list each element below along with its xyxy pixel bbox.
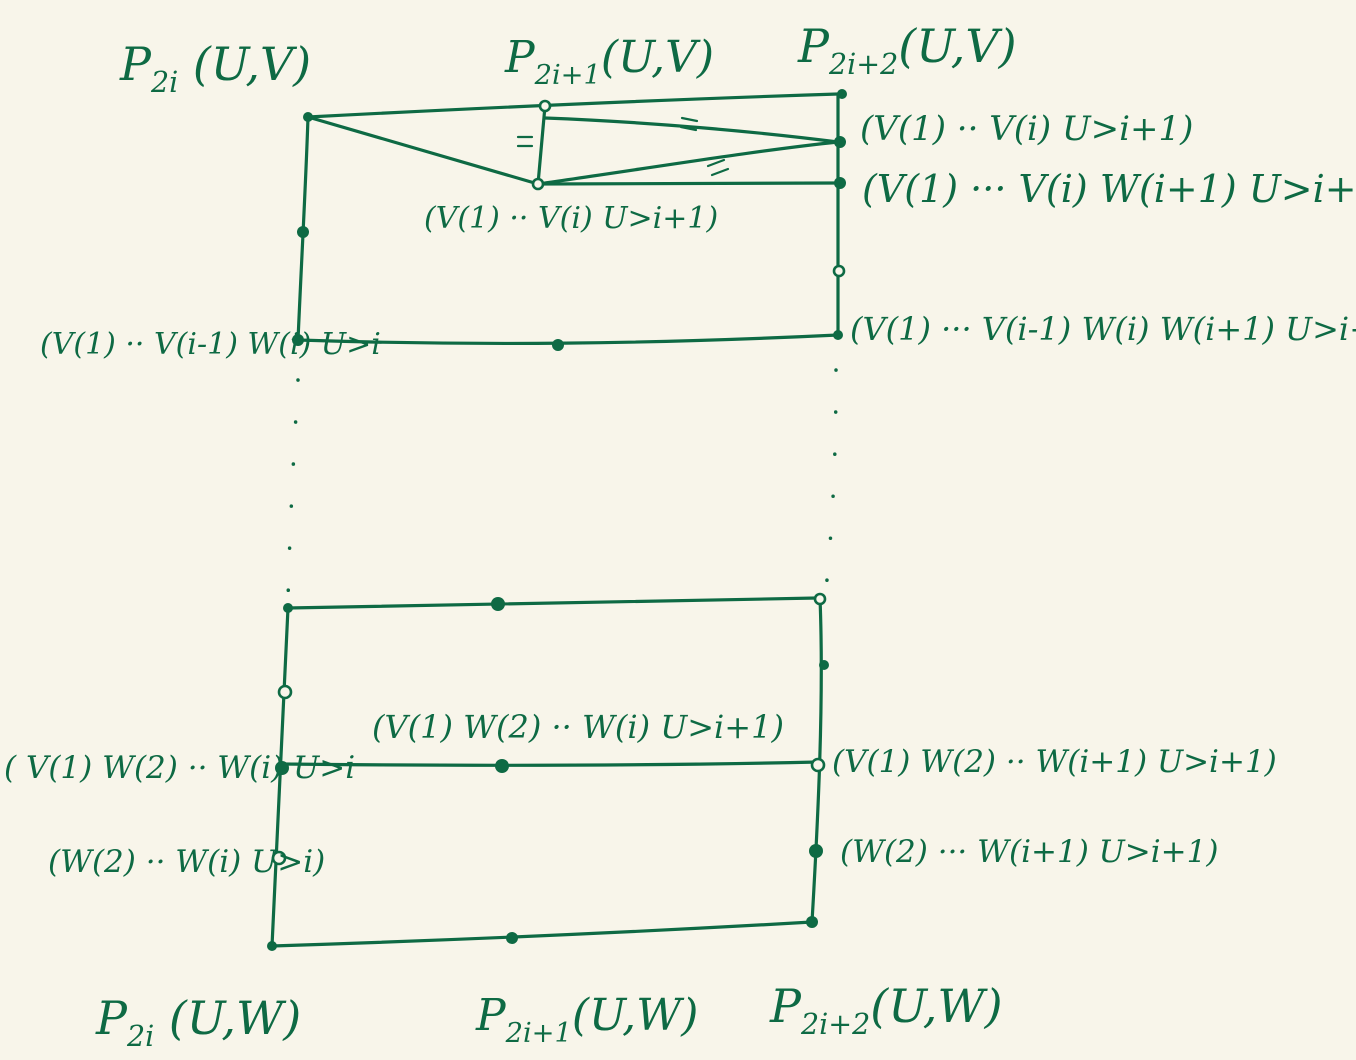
label-right-3: (V(1) ··· V(i-1) W(i) W(i+1) U>i+1) [850, 310, 1356, 348]
vertex-bottom-top-right [813, 592, 827, 606]
label-left-bottom-2: (W(2) ·· W(i) U>i) [48, 844, 325, 880]
label-right-bottom-1: (V(1) W(2) ·· W(i+1) U>i+1) [832, 744, 1277, 780]
vertex-top-right [837, 89, 847, 99]
vertex-bottom-middle [506, 932, 518, 944]
vertex-right-2 [834, 177, 846, 189]
vertex-top-bottom-middle [552, 339, 564, 351]
label-p2i1-uw: P2i+1(U,W) [475, 990, 698, 1049]
vertex-top-left [303, 112, 313, 122]
vertex-middle-bottom [495, 759, 509, 773]
vertex-left-bottom-1 [275, 761, 289, 775]
label-middle-top: (V(1) ·· V(i) U>i+1) [424, 201, 718, 236]
vertex-left-bottom-2 [271, 850, 287, 866]
vertex-left-top [292, 334, 304, 346]
label-left-top: (V(1) ·· V(i-1) W(i) U>i [40, 327, 381, 362]
label-right-2: (V(1) ··· V(i) W(i+1) U>i+1) [862, 167, 1356, 211]
label-right-bottom-2: (W(2) ··· W(i+1) U>i+1) [840, 834, 1218, 870]
dots-left [286, 378, 300, 602]
vertices [267, 89, 847, 951]
dotted-continuation [286, 368, 838, 602]
vertex-right-bottom-2 [809, 844, 823, 858]
top-labels: P2i (U,V) P2i+1(U,V) P2i+2(U,V) [119, 19, 1017, 99]
edge-left-vertical-top [296, 115, 310, 342]
edge-bottom-mid-horizontal [280, 760, 820, 767]
vertex-right-1 [834, 136, 846, 148]
vertex-left-mid [277, 684, 293, 700]
label-p2i1-uv: P2i+1(U,V) [504, 32, 714, 91]
edge-top-bottom-horizontal [296, 333, 840, 346]
bottom-labels: P2i (U,W) P2i+1(U,W) P2i+2(U,W) [95, 979, 1003, 1053]
edge-bottom-top-horizontal [286, 596, 822, 610]
vertex-bottom-top-left [283, 603, 293, 613]
vertex-right-bottom-1 [810, 757, 826, 773]
vertex-middle-top [531, 177, 545, 191]
vertex-right-3 [833, 330, 843, 340]
edge-bottom-horizontal [270, 920, 814, 948]
edge-mid-horizontal [536, 181, 840, 186]
vertex-bottom-top-middle [491, 597, 505, 611]
edge-top-long [306, 92, 840, 119]
label-left-bottom-1: ( V(1) W(2) ·· W(i) U>i [4, 750, 355, 786]
equality-mark-upper [679, 116, 699, 132]
vertex-right-mid [819, 660, 829, 670]
label-p2i-uv: P2i (U,V) [119, 37, 311, 99]
equality-mark-vertical [516, 135, 534, 148]
dots-right [824, 368, 838, 592]
vertex-bottom-left [267, 941, 277, 951]
vertex-right-upper [832, 264, 846, 278]
top-edges [296, 92, 840, 346]
label-middle-bottom: (V(1) W(2) ·· W(i) U>i+1) [372, 708, 784, 746]
edge-cross-down [543, 116, 840, 144]
vertex-top-middle [538, 99, 552, 113]
label-p2i2-uw: P2i+2(U,W) [769, 979, 1003, 1041]
equality-marks [516, 116, 730, 177]
vertex-bottom-right [806, 916, 818, 928]
label-p2i-uw: P2i (U,W) [95, 991, 301, 1053]
vertex-labels: (V(1) ·· V(i) U>i+1) (V(1) ··· V(i) W(i+… [4, 109, 1356, 880]
label-right-1: (V(1) ·· V(i) U>i+1) [860, 109, 1193, 149]
vertex-left-upper [297, 226, 309, 238]
equality-mark-lower [706, 158, 730, 177]
label-p2i2-uv: P2i+2(U,V) [797, 19, 1017, 81]
edge-cross-up [536, 140, 840, 186]
bottom-edges [270, 596, 823, 948]
edge-top-left-diagonal [306, 115, 540, 186]
